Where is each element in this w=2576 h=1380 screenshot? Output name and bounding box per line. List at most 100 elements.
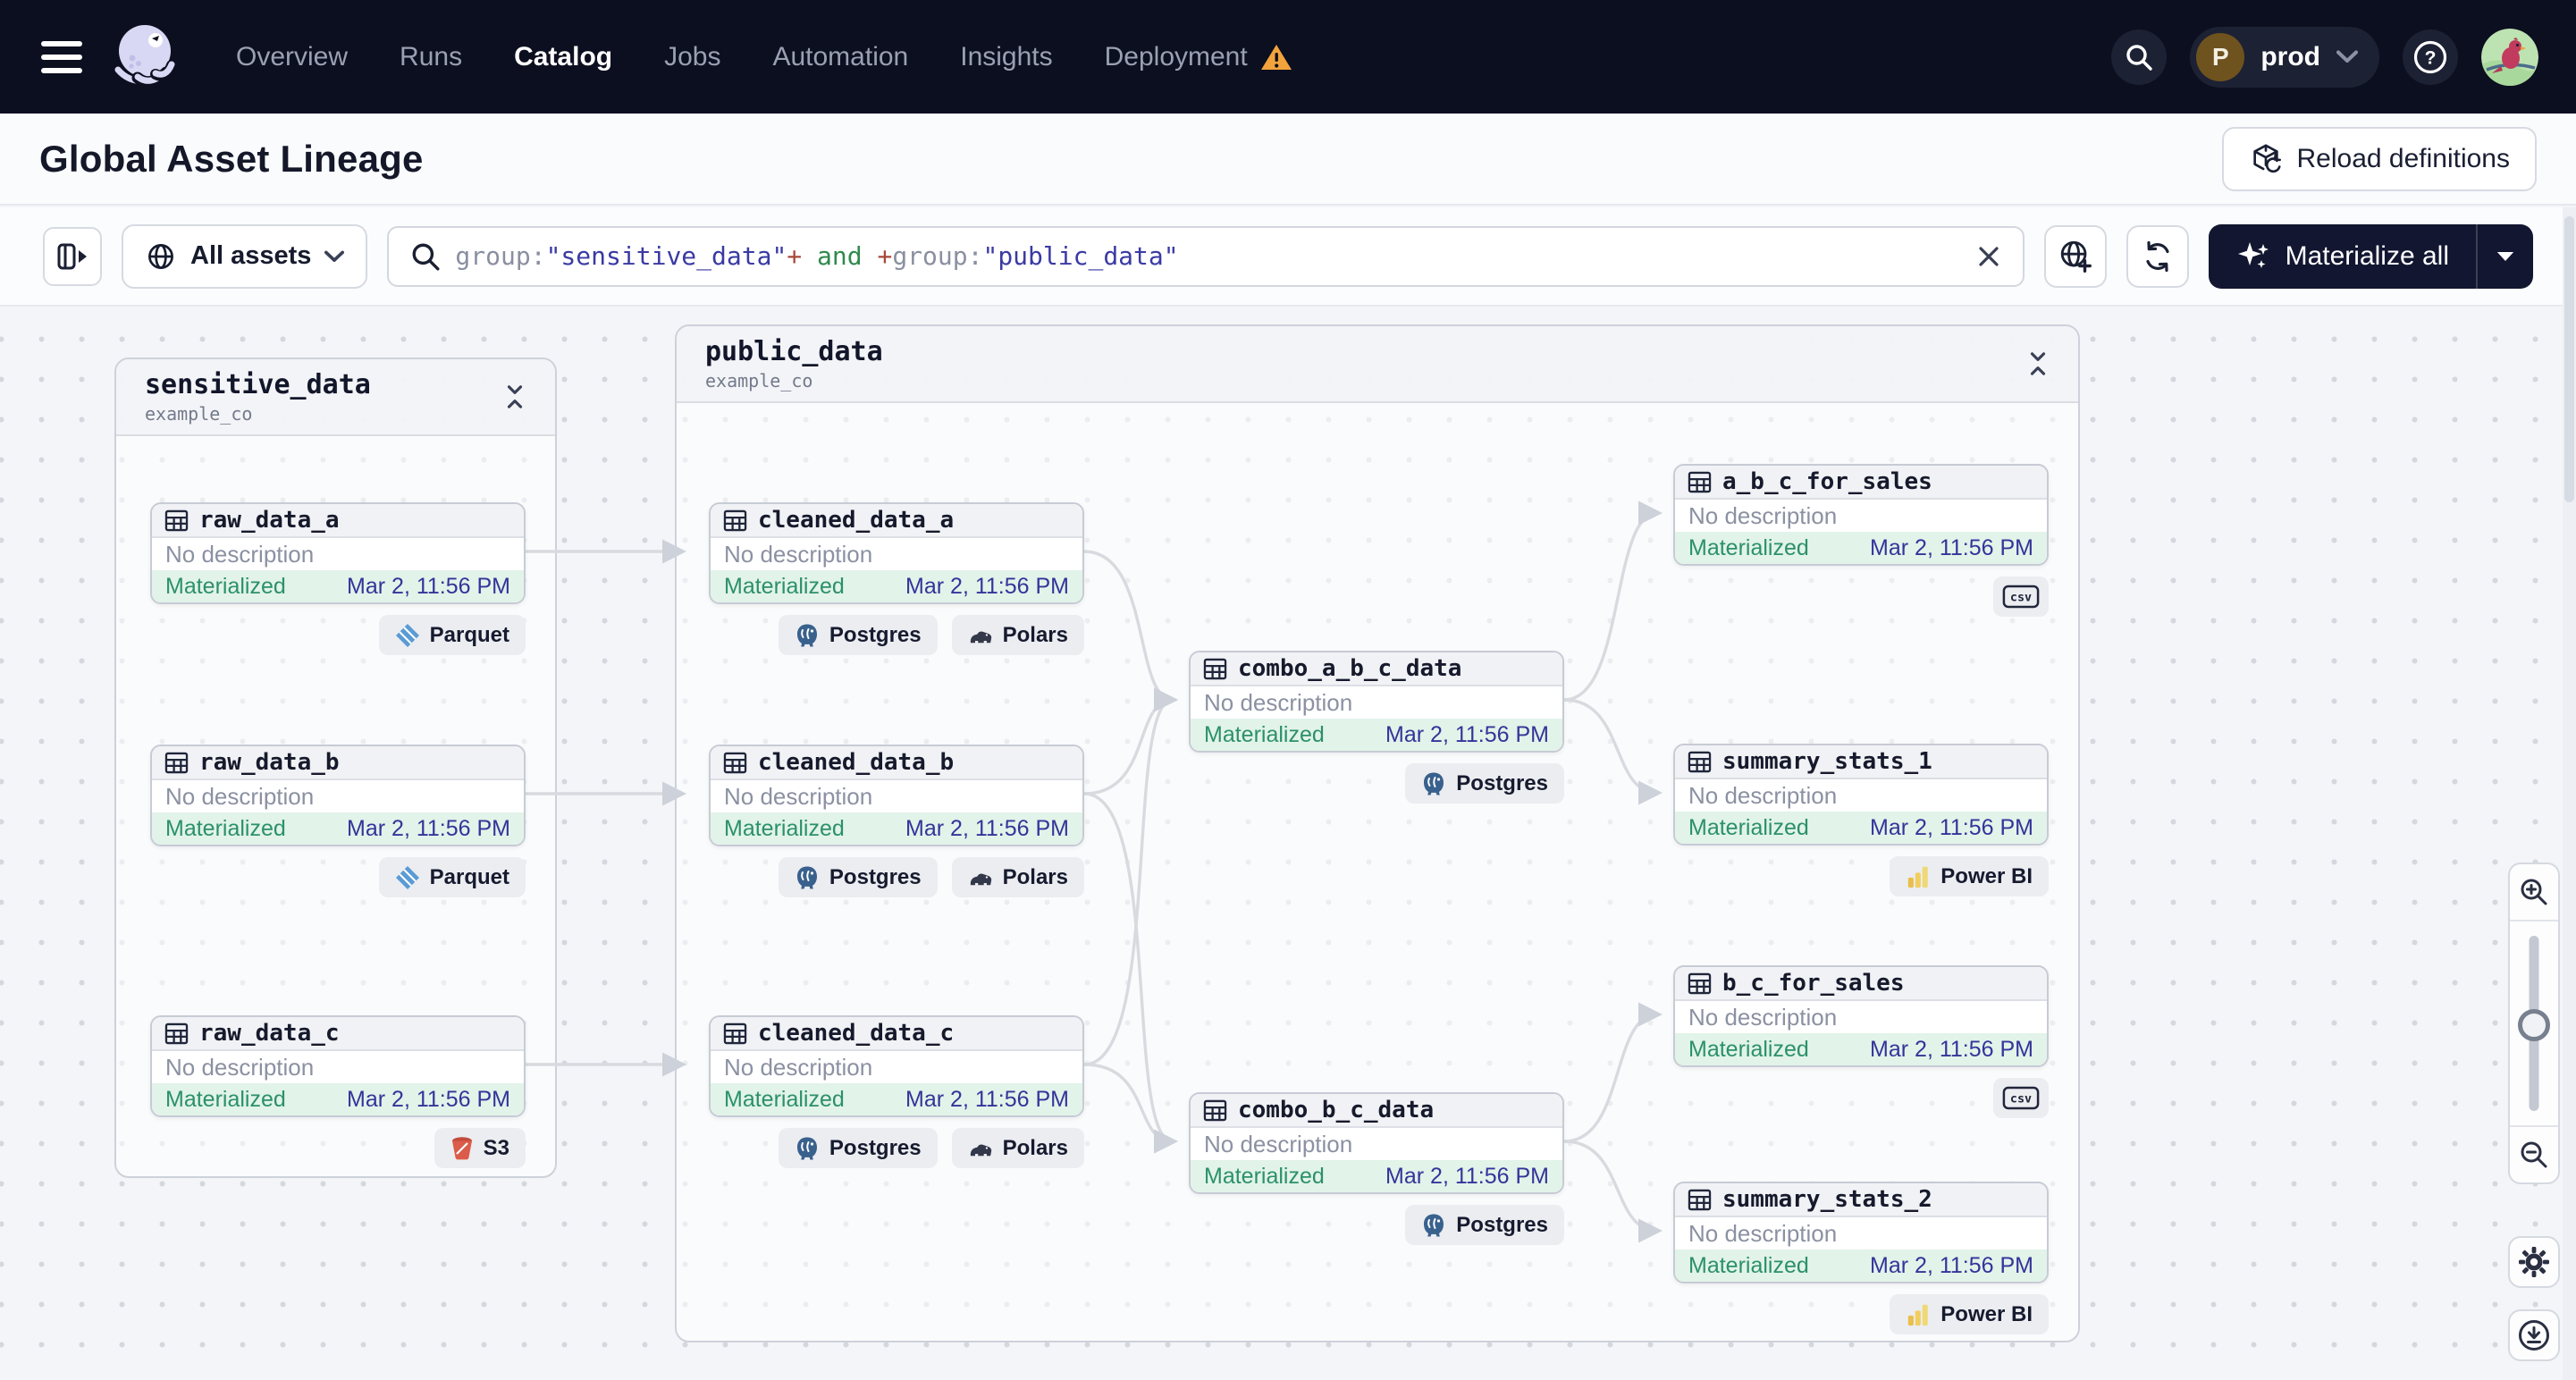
download-image-button[interactable]: [2508, 1309, 2560, 1361]
search-button[interactable]: [2111, 29, 2168, 85]
asset-description: No description: [165, 540, 315, 568]
nav-item-deployment[interactable]: Deployment: [1105, 42, 1292, 72]
kind-tag-s3[interactable]: S3: [434, 1128, 526, 1168]
zoom-in-button[interactable]: [2510, 864, 2558, 920]
open-panel-button[interactable]: [43, 226, 102, 286]
status-timestamp: Mar 2, 11:56 PM: [347, 815, 510, 841]
kind-tag-parquet[interactable]: Parquet: [378, 615, 526, 655]
nav-item-catalog[interactable]: Catalog: [514, 42, 612, 72]
globe-plus-icon: [2060, 240, 2092, 273]
group-header[interactable]: sensitive_data example_co: [116, 359, 555, 436]
main-nav: Overview Runs Catalog Jobs Automation In…: [236, 42, 1292, 72]
asset-scope-dropdown[interactable]: All assets: [122, 223, 368, 289]
zoom-slider-thumb[interactable]: [2518, 1009, 2550, 1041]
status-timestamp: Mar 2, 11:56 PM: [1385, 721, 1549, 747]
nav-item-overview[interactable]: Overview: [236, 42, 348, 72]
kind-tag-postgres[interactable]: Postgres: [778, 857, 938, 897]
svg-text:?: ?: [2425, 47, 2437, 68]
asset-name: cleaned_data_b: [758, 749, 955, 776]
avatar-bird-image: [2481, 28, 2538, 86]
kind-tag-parquet[interactable]: Parquet: [378, 857, 526, 897]
asset-name: combo_a_b_c_data: [1238, 655, 1462, 682]
kind-tag-powerbi[interactable]: Power BI: [1890, 856, 2049, 896]
refresh-button[interactable]: [2126, 224, 2189, 288]
menu-icon[interactable]: [41, 40, 82, 73]
collapse-group-button[interactable]: [503, 383, 526, 411]
kind-tag-csv[interactable]: csv: [1993, 576, 2049, 617]
reload-definitions-button[interactable]: Reload definitions: [2221, 126, 2537, 191]
group-header[interactable]: public_data example_co: [677, 326, 2078, 403]
help-button[interactable]: ?: [2403, 29, 2458, 85]
asset-name: summary_stats_1: [1722, 748, 1932, 775]
status-label: Materialized: [1688, 1036, 1809, 1062]
clear-search-button[interactable]: [1976, 244, 2001, 269]
kind-tag-postgres[interactable]: Postgres: [778, 1128, 938, 1168]
nav-item-automation[interactable]: Automation: [772, 42, 908, 72]
polars-icon: [968, 625, 993, 646]
materialize-all-main[interactable]: Materialize all: [2209, 224, 2476, 289]
scrollbar-thumb[interactable]: [2564, 216, 2574, 502]
zoom-out-icon: [2521, 1141, 2547, 1168]
new-group-view-button[interactable]: [2043, 224, 2107, 288]
zoom-out-button[interactable]: [2510, 1127, 2558, 1182]
nav-item-runs[interactable]: Runs: [400, 42, 462, 72]
nav-item-insights[interactable]: Insights: [960, 42, 1052, 72]
asset-search-input[interactable]: group:"sensitive_data"+ and +group:"publ…: [387, 225, 2025, 287]
dagster-logo-icon[interactable]: [105, 13, 188, 101]
collapse-icon: [2030, 352, 2046, 375]
user-avatar[interactable]: [2481, 28, 2538, 86]
kind-tag-csv[interactable]: csv: [1993, 1078, 2049, 1118]
kind-tag-postgres[interactable]: Postgres: [1405, 1205, 1564, 1245]
materialize-all-label: Materialize all: [2285, 240, 2449, 271]
kind-tag-polars[interactable]: Polars: [951, 615, 1084, 655]
kind-tag-postgres[interactable]: Postgres: [1405, 763, 1564, 804]
lineage-canvas[interactable]: sensitive_data example_co public_data ex…: [0, 308, 2576, 1380]
question-icon: ?: [2413, 40, 2447, 73]
asset-name: combo_b_c_data: [1238, 1097, 1435, 1123]
environment-switcher[interactable]: P prod: [2190, 26, 2379, 88]
graph-settings-button[interactable]: [2508, 1236, 2560, 1288]
collapse-group-button[interactable]: [2026, 349, 2050, 378]
materialize-options-button[interactable]: [2478, 224, 2533, 289]
vertical-scrollbar[interactable]: [2563, 207, 2576, 1380]
status-label: Materialized: [165, 573, 286, 599]
kind-tag-postgres[interactable]: Postgres: [778, 615, 938, 655]
zoom-slider[interactable]: [2510, 920, 2558, 1127]
query-token: +: [877, 241, 893, 271]
status-timestamp: Mar 2, 11:56 PM: [905, 573, 1069, 599]
asset-name: cleaned_data_a: [758, 507, 955, 534]
materialize-all-button[interactable]: Materialize all: [2208, 223, 2533, 289]
nav-item-jobs[interactable]: Jobs: [664, 42, 720, 72]
kind-tag-polars[interactable]: Polars: [951, 857, 1084, 897]
kind-tag-powerbi[interactable]: Power BI: [1890, 1294, 2049, 1334]
kind-tag-polars[interactable]: Polars: [951, 1128, 1084, 1168]
kind-tags: Postgres: [1189, 1205, 1564, 1245]
asset-scope-label: All assets: [190, 241, 312, 270]
